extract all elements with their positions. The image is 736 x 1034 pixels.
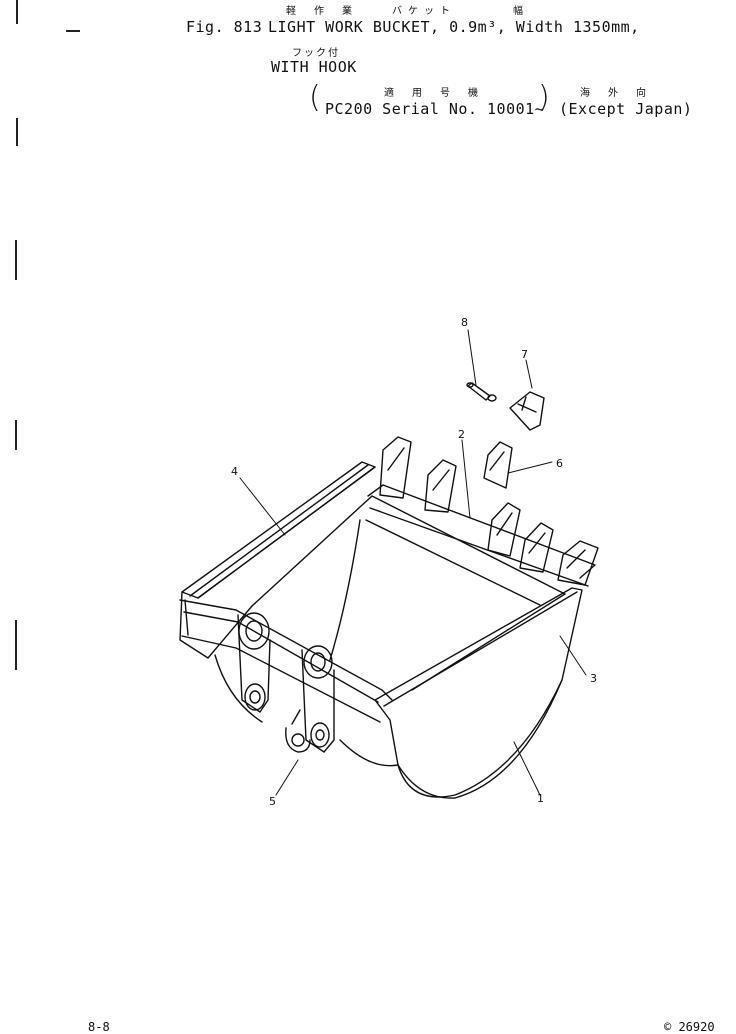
jp-overseas: 海 外 向 xyxy=(580,88,653,99)
jp-title-width: 幅 xyxy=(513,6,529,17)
scan-mark xyxy=(16,0,18,24)
jp-title-light-work: 軽 作 業 xyxy=(286,6,359,17)
drawing-code: © 26920 xyxy=(664,1020,715,1034)
jp-with-hook: フック付 xyxy=(292,48,340,59)
hinge-bosses xyxy=(237,612,335,753)
callout-4: 4 xyxy=(231,465,238,478)
callout-6: 6 xyxy=(556,457,563,470)
page-number: 8-8 xyxy=(88,1020,110,1034)
paren-close: ) xyxy=(538,80,550,115)
callout-1: 1 xyxy=(537,792,544,805)
callout-3: 3 xyxy=(590,672,597,685)
figure-label: Fig. 813 xyxy=(186,18,263,36)
callout-7: 7 xyxy=(521,348,528,361)
serial-number: PC200 Serial No. 10001~ xyxy=(325,100,545,118)
scan-mark xyxy=(16,118,18,146)
bucket-teeth xyxy=(379,436,599,586)
callout-8: 8 xyxy=(461,316,468,329)
leader-lines xyxy=(239,329,587,796)
hook xyxy=(285,709,311,753)
jp-title-bucket: バケット xyxy=(392,6,456,17)
figure-title: LIGHT WORK BUCKET, 0.9m³, Width 1350mm, xyxy=(268,18,640,36)
scan-mark xyxy=(15,240,17,280)
callout-2: 2 xyxy=(458,428,465,441)
jp-applicable-model: 適 用 号 機 xyxy=(384,88,485,99)
scan-mark xyxy=(15,420,17,450)
tooth-cap xyxy=(509,391,545,431)
scan-mark xyxy=(15,620,17,670)
paren-open: ( xyxy=(309,80,321,115)
bucket-body xyxy=(179,461,596,799)
scan-mark xyxy=(66,30,80,32)
callout-5: 5 xyxy=(269,795,276,808)
market-note: (Except Japan) xyxy=(559,100,693,118)
figure-subtitle: WITH HOOK xyxy=(271,58,357,76)
locking-pin xyxy=(466,382,497,402)
